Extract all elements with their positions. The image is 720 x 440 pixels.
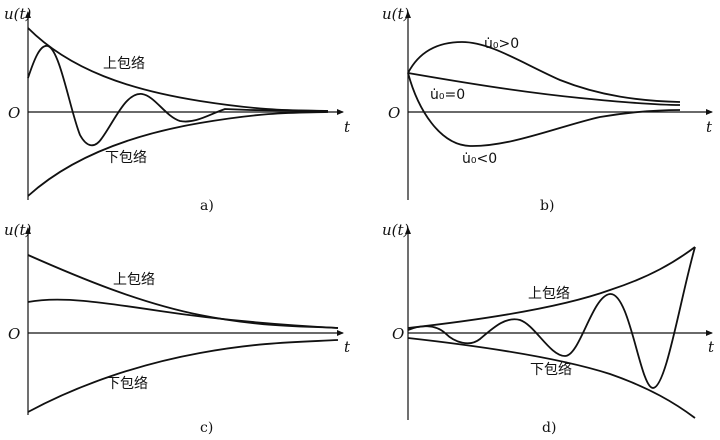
panel-b-negative-velocity-curve bbox=[407, 72, 681, 147]
panel-b-zero-velocity-curve bbox=[407, 72, 681, 106]
panel-b-x-axis-label: t bbox=[706, 118, 713, 136]
panel-a-lower-envelope bbox=[27, 111, 329, 197]
panel-d-upper-envelope bbox=[407, 246, 696, 329]
panel-c-upper-envelope-label: 上包络 bbox=[113, 272, 155, 288]
panel-d-caption: d) bbox=[542, 420, 556, 436]
panel-a-lower-envelope-label: 下包络 bbox=[105, 150, 147, 166]
panel-d-x-axis-label: t bbox=[708, 338, 715, 356]
panel-b-zero-velocity-label: u̇₀=0 bbox=[430, 87, 465, 103]
panel-c-caption: c) bbox=[200, 420, 213, 436]
panel-a-upper-envelope bbox=[27, 27, 329, 112]
panel-b-origin-label: O bbox=[388, 104, 400, 122]
panel-b-negative-velocity-label: u̇₀<0 bbox=[462, 151, 497, 167]
panel-c: u(t) t O 上包络 下包络 c) bbox=[4, 221, 351, 436]
panel-a-x-axis-label: t bbox=[344, 118, 351, 136]
panel-d-y-axis-label: u(t) bbox=[382, 221, 410, 239]
panel-d: u(t) t O 上包络 下包络 d) bbox=[382, 221, 715, 436]
panel-d-origin-label: O bbox=[392, 325, 404, 343]
panel-b: u(t) t O u̇₀>0 u̇₀=0 u̇₀<0 b) bbox=[382, 5, 713, 214]
panel-d-growing-oscillation bbox=[407, 246, 696, 389]
panel-c-lower-envelope-label: 下包络 bbox=[106, 376, 148, 392]
panel-d-lower-envelope bbox=[407, 337, 696, 419]
panel-d-lower-envelope-label: 下包络 bbox=[530, 362, 572, 378]
panel-b-caption: b) bbox=[540, 198, 554, 214]
panel-a-caption: a) bbox=[200, 198, 214, 214]
panel-b-positive-velocity-label: u̇₀>0 bbox=[484, 36, 519, 52]
panel-c-origin-label: O bbox=[8, 325, 20, 343]
panel-c-upper-envelope bbox=[27, 254, 339, 329]
panel-c-x-axis-label: t bbox=[344, 338, 351, 356]
panel-c-y-axis-label: u(t) bbox=[4, 221, 32, 239]
panel-c-lower-envelope bbox=[27, 339, 339, 413]
panel-d-upper-envelope-label: 上包络 bbox=[528, 286, 570, 302]
panel-b-positive-velocity-curve bbox=[407, 41, 681, 103]
panel-a: u(t) t O 上包络 下包络 a) bbox=[4, 5, 351, 214]
panel-a-oscillating-response bbox=[27, 45, 329, 147]
panel-b-y-axis-label: u(t) bbox=[382, 5, 410, 23]
panel-a-origin-label: O bbox=[8, 104, 20, 122]
panel-c-overdamped-response bbox=[27, 298, 339, 329]
panel-a-upper-envelope-label: 上包络 bbox=[103, 56, 145, 72]
panel-a-y-axis-label: u(t) bbox=[4, 5, 32, 23]
